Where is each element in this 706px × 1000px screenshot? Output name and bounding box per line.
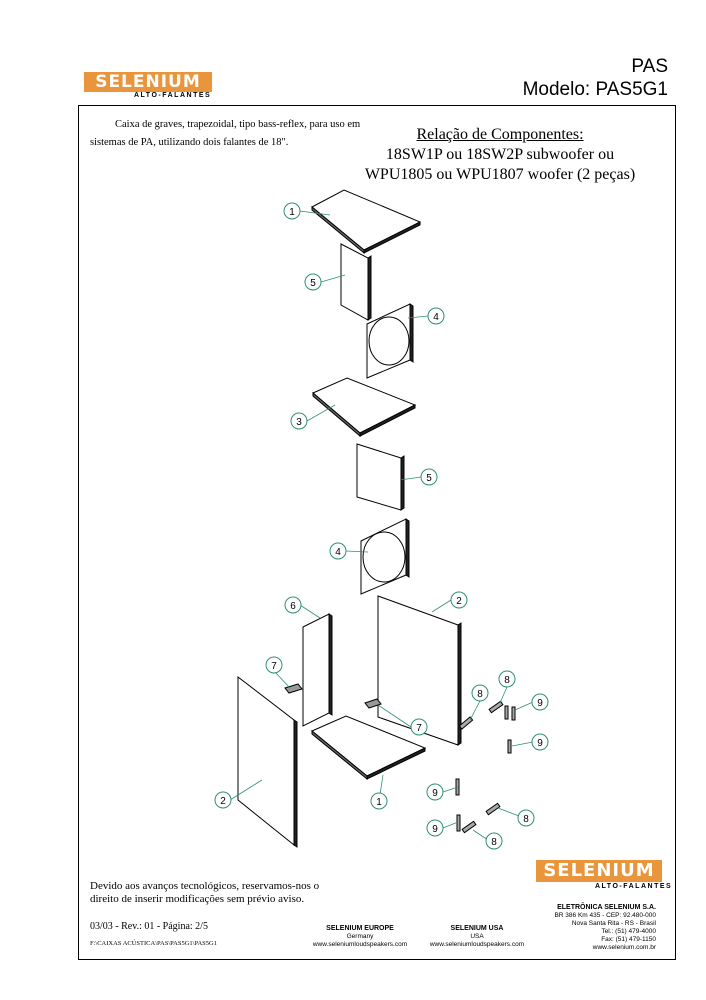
- callout-label: 1: [376, 797, 382, 808]
- callout-8c: [517, 809, 535, 827]
- europe-site[interactable]: www.seleniumloudspeakers.com: [312, 941, 408, 948]
- callout-label: 5: [426, 473, 432, 484]
- panel-back: [302, 613, 333, 727]
- callout-8a: [471, 684, 489, 702]
- dowel-9b: [511, 706, 516, 721]
- panel-middle-shelf: [312, 377, 417, 438]
- block-left: [284, 683, 303, 694]
- brand-logo-footer-sub: ALTO-FALANTES: [595, 883, 673, 890]
- callout-9a: [531, 693, 549, 711]
- callout-8b: [498, 670, 516, 688]
- file-path: F:\CAIXAS ACÚSTICA\PAS\PAS5G1\PAS5G1: [90, 940, 217, 947]
- rod-8c: [485, 802, 501, 816]
- brand-logo: SELENIUM: [84, 72, 212, 92]
- callout-3: [290, 412, 308, 430]
- callout-label: 7: [416, 723, 422, 734]
- panel-side-left: [237, 675, 298, 848]
- callout-label: 8: [504, 675, 510, 686]
- callout-label: 9: [537, 738, 543, 749]
- callout-label: 2: [220, 796, 226, 807]
- fax: Fax: (51) 479-1150: [601, 936, 656, 943]
- footer-address: ELETRÔNICA SELENIUM S.A. BR 386 Km 435 -…: [496, 904, 656, 952]
- callout-7-left: [265, 656, 283, 674]
- rod-8d: [461, 820, 477, 834]
- usa-title: SELENIUM USA: [450, 925, 504, 932]
- block-center: [364, 698, 382, 709]
- callout-label: 1: [289, 207, 295, 218]
- callout-8d: [485, 832, 503, 850]
- document-frame: [78, 105, 676, 960]
- callout-label: 8: [491, 837, 497, 848]
- panel-lower-speaker-board: [360, 518, 410, 595]
- dowel-9e: [456, 814, 461, 832]
- series-title: PAS: [631, 56, 668, 77]
- rod-8b: [488, 700, 504, 714]
- address-line-2: Nova Santa Rita - RS - Brasil: [571, 920, 656, 927]
- rod-8a: [458, 716, 474, 730]
- components-list: Relação de Componentes: 18SW1P ou 18SW2P…: [340, 125, 660, 185]
- callout-label: 9: [432, 788, 438, 799]
- panel-side-right: [377, 595, 462, 746]
- phone: Tel.: (51) 479-4000: [601, 928, 656, 935]
- europe-country: Germany: [346, 933, 374, 940]
- callout-label: 8: [477, 689, 483, 700]
- callout-9d: [426, 819, 444, 837]
- usa-site[interactable]: www.seleniumloudspeakers.com: [429, 941, 525, 948]
- components-line-1: 18SW1P ou 18SW2P subwoofer ou: [385, 146, 615, 163]
- panel-top: [311, 189, 422, 255]
- usa-country: USA: [470, 933, 484, 940]
- company-site[interactable]: www.selenium.com.br: [592, 944, 656, 951]
- callout-label: 5: [310, 278, 316, 289]
- address-line-1: BR 386 Km 435 - CEP: 92.480-000: [554, 912, 656, 919]
- callout-1-top: [283, 202, 301, 220]
- callout-label: 6: [290, 601, 296, 612]
- dowel-9c: [507, 739, 512, 754]
- panel-lower-front: [356, 443, 405, 511]
- components-line-2: WPU1805 ou WPU1807 woofer (2 peças): [364, 166, 636, 183]
- callout-4-upper: [427, 307, 445, 325]
- components-title: Relação de Componentes:: [416, 126, 584, 143]
- callout-6: [284, 596, 302, 614]
- company-name: ELETRÔNICA SELENIUM S.A.: [557, 904, 656, 911]
- brand-logo-text: SELENIUM: [95, 72, 201, 92]
- brand-logo-footer: SELENIUM: [536, 860, 662, 882]
- callout-label: 8: [523, 814, 529, 825]
- callout-label: 7: [271, 661, 277, 672]
- callout-label: 4: [433, 312, 439, 323]
- callout-7-center: [410, 718, 428, 736]
- brand-logo-sub: ALTO-FALANTES: [134, 92, 212, 99]
- callout-label: 2: [456, 596, 462, 607]
- callout-1-bottom: [370, 792, 388, 810]
- callout-2-left: [214, 791, 232, 809]
- callout-2-right: [450, 591, 468, 609]
- footer-europe: SELENIUM EUROPE Germany www.seleniumloud…: [295, 925, 425, 949]
- callout-9c: [426, 783, 444, 801]
- callout-label: 3: [296, 417, 302, 428]
- model-title: Modelo: PAS5G1: [522, 79, 668, 100]
- callout-5-upper: [304, 273, 322, 291]
- panel-bottom: [311, 715, 427, 781]
- dowel-9a: [504, 705, 509, 720]
- footer-usa: SELENIUM USA USA www.seleniumloudspeaker…: [418, 925, 536, 949]
- callout-5-lower: [420, 468, 438, 486]
- revision-info: 03/03 - Rev.: 01 - Página: 2/5: [90, 921, 208, 932]
- brand-logo-footer-text: SELENIUM: [543, 860, 655, 881]
- europe-title: SELENIUM EUROPE: [326, 925, 394, 932]
- callout-label: 9: [432, 824, 438, 835]
- panel-upper-speaker-board: [366, 303, 414, 379]
- panel-upper-front: [340, 243, 372, 321]
- callout-4-lower: [329, 542, 347, 560]
- product-description: Caixa de graves, trapezoidal, tipo bass-…: [90, 119, 361, 148]
- callout-label: 4: [335, 547, 341, 558]
- callout-label: 9: [537, 698, 543, 709]
- disclaimer: Devido aos avanços tecnológicos, reserva…: [90, 880, 320, 905]
- callout-9b: [531, 733, 549, 751]
